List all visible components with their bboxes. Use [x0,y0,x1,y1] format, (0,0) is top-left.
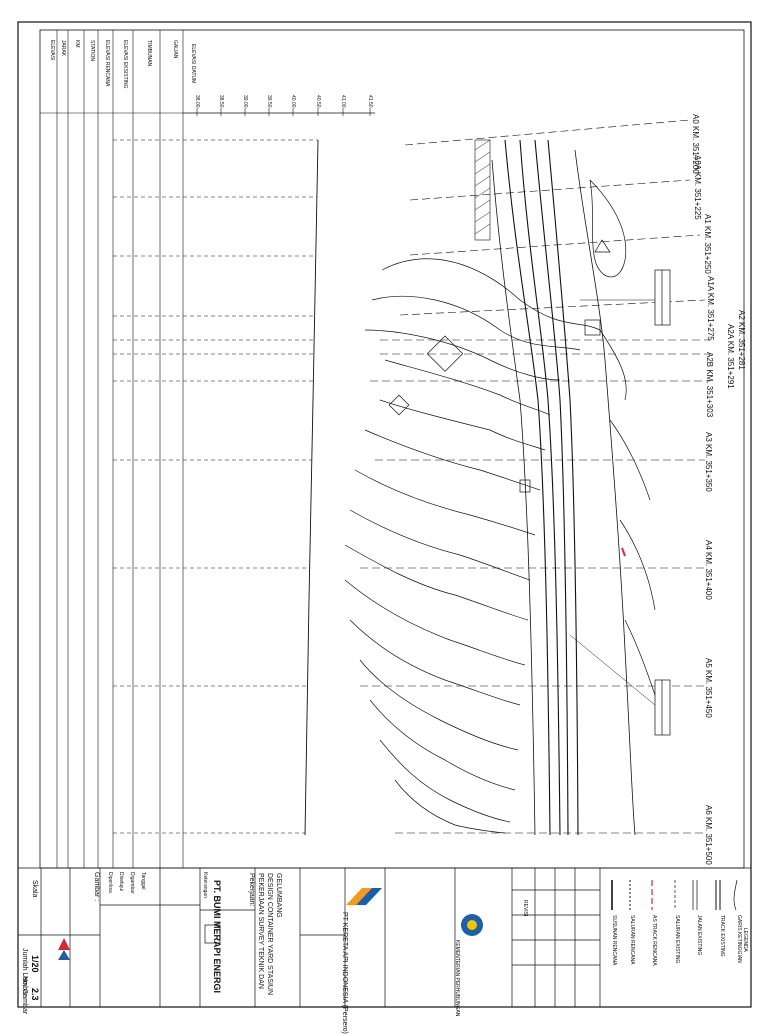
datum-label: ELEVASI DATUM [190,44,196,84]
coordinate-callouts [654,269,671,736]
date-label: Tanggal [140,872,146,890]
remarks-label: Keterangan [202,872,208,898]
profile-row-header: TIMBUNAN [146,40,152,67]
title-block [18,867,751,1007]
legend-label: SUSUNAN RENCANA [611,915,617,966]
elevation-tick: 41.50 [367,95,373,108]
scale-value: 1/20 [30,955,40,973]
legend-label: AS TRACK RENCANA [651,915,657,966]
elevation-tick: 38.00 [194,95,200,108]
station-label: A2A KM. 351+291 [726,324,735,389]
company-logo [58,938,70,950]
station-label: A0A KM. 351+225 [693,155,702,220]
kai-logo [346,888,372,905]
station-label: A1A KM. 351+275 [706,276,715,341]
project-label: Pekerjaan: [248,873,255,907]
client-name: PT KERETA API INDONESIA (Persero) [341,912,348,1034]
station-label: A1 KM. 351+250 [703,214,712,274]
project-title-line3: GELUMBANG [275,873,282,918]
elevation-tick: 39.00 [242,95,248,108]
company-name: PT. BUMI MERAPI ENERGI [212,880,222,994]
checked-label: Diperiksa [107,872,113,893]
drawing-frame [39,29,745,869]
station-label: A5 KM. 351+450 [704,658,713,718]
plan-station-lines [360,119,710,834]
legend-label: TRACK EXISTING [719,915,725,957]
station-label: A4 KM. 351+400 [704,540,713,600]
station-label: A2B KM. 351+303 [705,352,714,418]
profile-table [40,30,375,868]
ground-profile-line [304,139,319,836]
station-label: A6 KM. 351+500 [704,805,713,865]
approved-label: Disetujui [118,872,124,892]
legend-title: LEGENDA [742,928,748,952]
elevation-tick: 38.50 [218,95,224,108]
station-label: A2 KM. 351+281 [737,310,746,370]
legend-label: JALAN EXISTING [696,915,702,956]
profile-row-header: GALIAN [172,40,178,59]
profile-row-header: STATION [89,40,95,61]
drawing-title-label: Gambar : [93,872,100,902]
elevation-tick: 41.00 [340,95,346,108]
profile-row-header: JARAK [60,40,66,57]
designed-label: Digambar [129,872,135,894]
railway-tracks [504,139,579,836]
legend-symbols [611,879,738,911]
elevation-scale [183,108,375,116]
sheet-number: 2.3 [30,988,40,1001]
profile-station-lines [113,139,318,834]
profile-row-header: ELEVASI [49,40,55,61]
project-title-line1: PEKERJAAN SURVEY TEKNIK DAN [257,873,264,989]
scale-label: Skala [31,880,38,898]
legend-label: SALURAN RENCANA [629,915,635,965]
elevation-tick: 39.50 [266,95,272,108]
contour-lines [344,179,661,834]
profile-row-header: ELEVASI EKSISTING [122,40,128,89]
profile-row-header: ELEVASI RENCANA [104,40,110,87]
legend-label: SALURAN EXISTING [674,915,680,964]
sheet-border [17,21,752,1008]
red-marker [621,547,626,557]
road-edges [491,149,636,836]
structures [388,239,611,493]
ministry-name: KEMENTERIAN PERHUBUNGAN [454,940,460,1017]
station-label: A3 KM. 351+350 [704,432,713,492]
profile-row-header: KM [74,40,80,48]
elevation-tick: 40.00 [290,95,296,108]
legend-label: GARIS KETINGGIAN [736,915,742,963]
sheet-number-label: No. Gambar [21,976,28,1015]
hatched-area [474,139,491,241]
project-title-line2: DESIGN CONTAINER YARD STASIUN [266,873,273,995]
elevation-tick: 40.50 [315,95,321,108]
revision-label: REVISI [522,900,528,917]
